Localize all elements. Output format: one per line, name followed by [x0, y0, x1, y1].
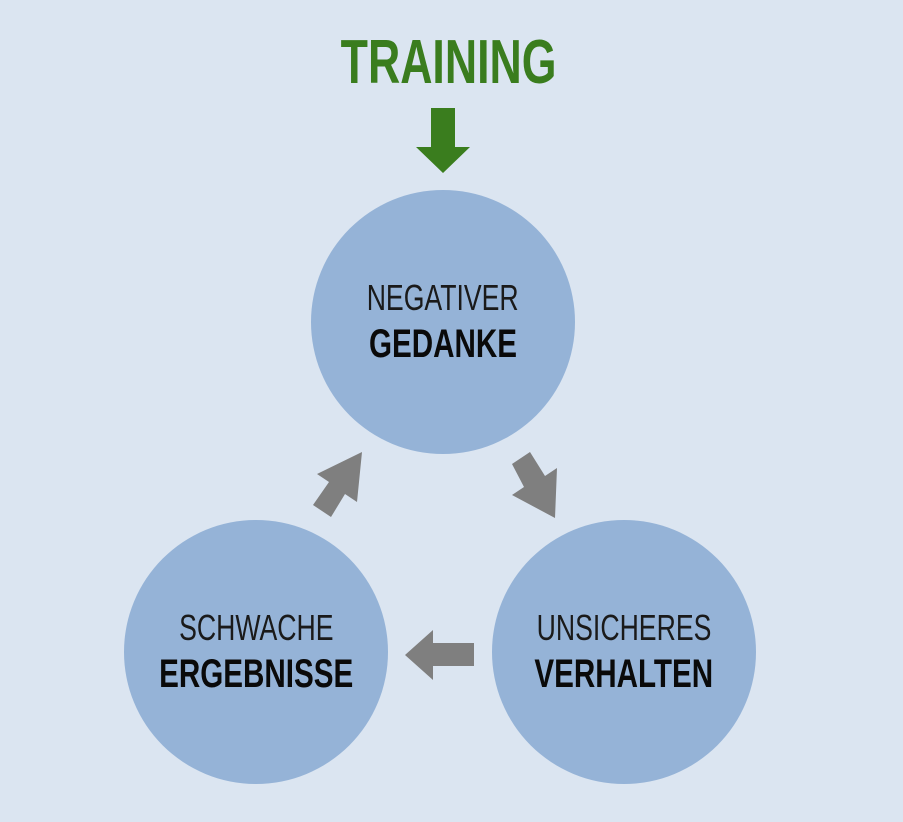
node-left-line2: ERGEBNISSE — [158, 652, 354, 696]
node-unsicheres-verhalten: UNSICHERES VERHALTEN — [492, 520, 756, 784]
arrow-down-right-icon — [512, 452, 557, 518]
node-right-line2: VERHALTEN — [534, 652, 714, 696]
node-negativer-gedanke: NEGATIVER GEDANKE — [311, 190, 575, 454]
node-top-line1: NEGATIVER — [367, 277, 519, 318]
down-arrow-icon — [416, 108, 470, 173]
arrow-up-right-icon — [313, 452, 362, 517]
node-schwache-ergebnisse: SCHWACHE ERGEBNISSE — [124, 520, 388, 784]
node-left-line1: SCHWACHE — [178, 607, 334, 648]
node-top-line2: GEDANKE — [368, 322, 518, 366]
training-title: TRAINING — [340, 28, 557, 97]
node-right-line1: UNSICHERES — [536, 607, 712, 648]
arrow-left-icon — [405, 630, 474, 680]
